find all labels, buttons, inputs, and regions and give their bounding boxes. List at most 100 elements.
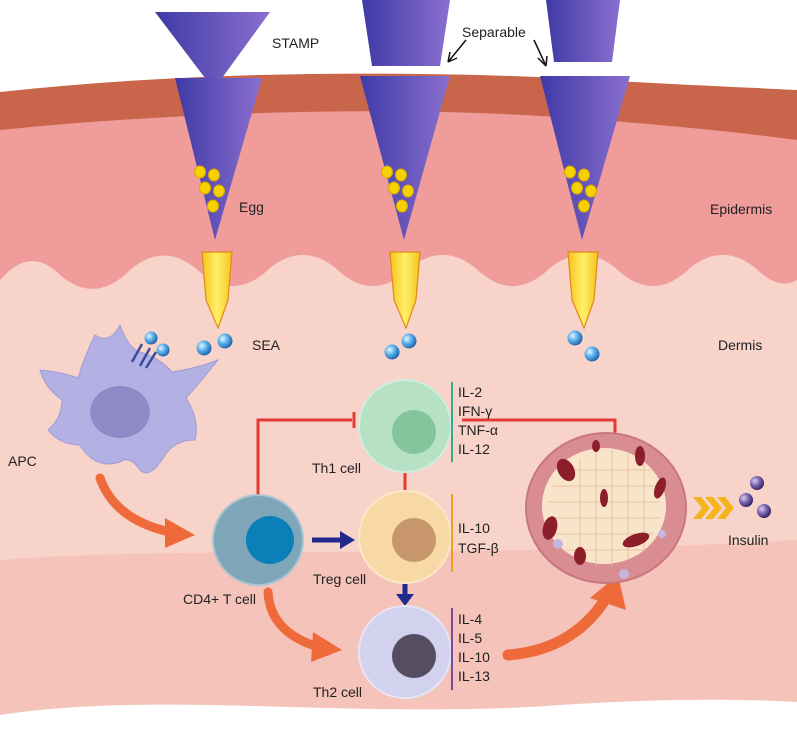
egg-label: Egg xyxy=(239,199,264,215)
apc-to-cd4-arrow xyxy=(95,473,175,537)
sea-beads xyxy=(196,330,600,362)
sea-bead xyxy=(196,340,212,356)
treg-cell-nucleus xyxy=(392,518,436,562)
egg xyxy=(395,168,407,182)
egg xyxy=(207,199,219,213)
islet-purple-cells xyxy=(553,530,666,579)
cytokine-label: IL-4 xyxy=(458,611,482,627)
cytokine-label: IL-10 xyxy=(458,520,490,536)
implant-tip xyxy=(567,251,599,330)
treg-cell xyxy=(358,490,452,584)
insulin-label: Insulin xyxy=(728,532,768,548)
cytokine-label: IL-10 xyxy=(458,649,490,665)
implant-tip xyxy=(201,251,233,330)
secretion-chevrons xyxy=(693,497,734,519)
egg xyxy=(578,168,590,182)
vessel xyxy=(556,458,576,482)
islet-cell xyxy=(658,530,666,538)
vessel xyxy=(592,440,600,452)
insulin-molecule xyxy=(757,504,771,518)
egg xyxy=(564,165,576,179)
apc-nucleus xyxy=(90,386,150,438)
th1-cell-nucleus xyxy=(392,410,436,454)
apc-label: APC xyxy=(8,453,37,469)
cytokine-label: TGF-β xyxy=(458,540,499,556)
needle-tip xyxy=(175,78,262,240)
separable-arrow-left-head xyxy=(447,51,458,63)
microneedle-middle xyxy=(360,0,450,330)
sea-bead xyxy=(156,343,170,357)
sea-label: SEA xyxy=(252,337,281,353)
sea-bead xyxy=(401,333,417,349)
egg xyxy=(578,199,590,213)
th1-cell xyxy=(358,379,452,473)
vessel xyxy=(542,516,558,540)
treg-cytokine-list: IL-10 TGF-β xyxy=(458,520,499,556)
vessel xyxy=(600,489,608,507)
chevron-icon xyxy=(705,497,722,519)
cytokine-label: IFN-γ xyxy=(458,403,492,419)
cytokine-label: IL-2 xyxy=(458,384,482,400)
egg xyxy=(585,184,597,198)
cytokine-label: IL-13 xyxy=(458,668,490,684)
islet-cell xyxy=(619,569,629,579)
bottom-edge xyxy=(0,699,797,743)
vessel xyxy=(574,547,586,565)
insulin-molecule xyxy=(739,493,753,507)
microneedle-right xyxy=(540,0,630,330)
needle-base xyxy=(546,0,620,62)
cd4-cell-nucleus xyxy=(246,516,294,564)
th2-label: Th2 cell xyxy=(313,684,362,700)
islet-cell xyxy=(553,539,563,549)
vessel xyxy=(653,477,667,499)
separable-arrow-left xyxy=(447,39,467,63)
egg xyxy=(213,184,225,198)
egg xyxy=(381,165,393,179)
cd4-to-th2-arrow xyxy=(263,587,323,652)
insulin-molecules xyxy=(739,476,771,518)
eggs xyxy=(194,165,597,213)
th2-cell xyxy=(358,605,452,699)
treg-label: Treg cell xyxy=(313,571,366,587)
vessel xyxy=(635,446,645,466)
sea-bead xyxy=(144,331,158,345)
separable-label: Separable xyxy=(462,24,526,40)
vessel xyxy=(622,532,650,548)
sea-bead xyxy=(567,330,583,346)
egg xyxy=(388,181,400,195)
th2-to-islet-arrow xyxy=(502,589,614,661)
epidermis-label: Epidermis xyxy=(710,201,772,217)
pancreatic-islet xyxy=(525,432,687,584)
apc-to-cd4-arrowhead xyxy=(165,518,195,548)
chevron-icon xyxy=(693,497,710,519)
implant-tip xyxy=(389,251,421,330)
needle-tip xyxy=(540,76,630,240)
th2-cytokine-list: IL-4 IL-5 IL-10 IL-13 xyxy=(458,611,490,684)
th1-inhibits-islet xyxy=(462,418,617,436)
sea-bead xyxy=(217,333,233,349)
th2-to-islet-arrowhead xyxy=(590,575,626,610)
egg xyxy=(199,181,211,195)
th1-label: Th1 cell xyxy=(312,460,361,476)
cd4-to-th2-arrowhead xyxy=(311,632,342,662)
insulin-molecule xyxy=(750,476,764,490)
cd4-to-treg-arrowhead xyxy=(340,531,355,549)
microneedle-left xyxy=(155,12,270,330)
stamp-label: STAMP xyxy=(272,35,319,51)
needle-base xyxy=(362,0,450,66)
cytokine-label: IL-12 xyxy=(458,441,490,457)
treg-to-th2-arrowhead xyxy=(396,594,414,606)
cytokine-label: TNF-α xyxy=(458,422,498,438)
needle-tip xyxy=(360,76,450,240)
cd4-t-cell xyxy=(212,494,304,586)
separable-arrow-right xyxy=(533,39,547,67)
th2-cell-nucleus xyxy=(392,634,436,678)
separable-arrow-right-head xyxy=(537,55,548,67)
egg xyxy=(194,165,206,179)
egg xyxy=(571,181,583,195)
dermis-label: Dermis xyxy=(718,337,762,353)
cytokine-label: IL-5 xyxy=(458,630,482,646)
chevron-icon xyxy=(717,497,734,519)
needle-base xyxy=(155,12,270,78)
sea-bead xyxy=(584,346,600,362)
